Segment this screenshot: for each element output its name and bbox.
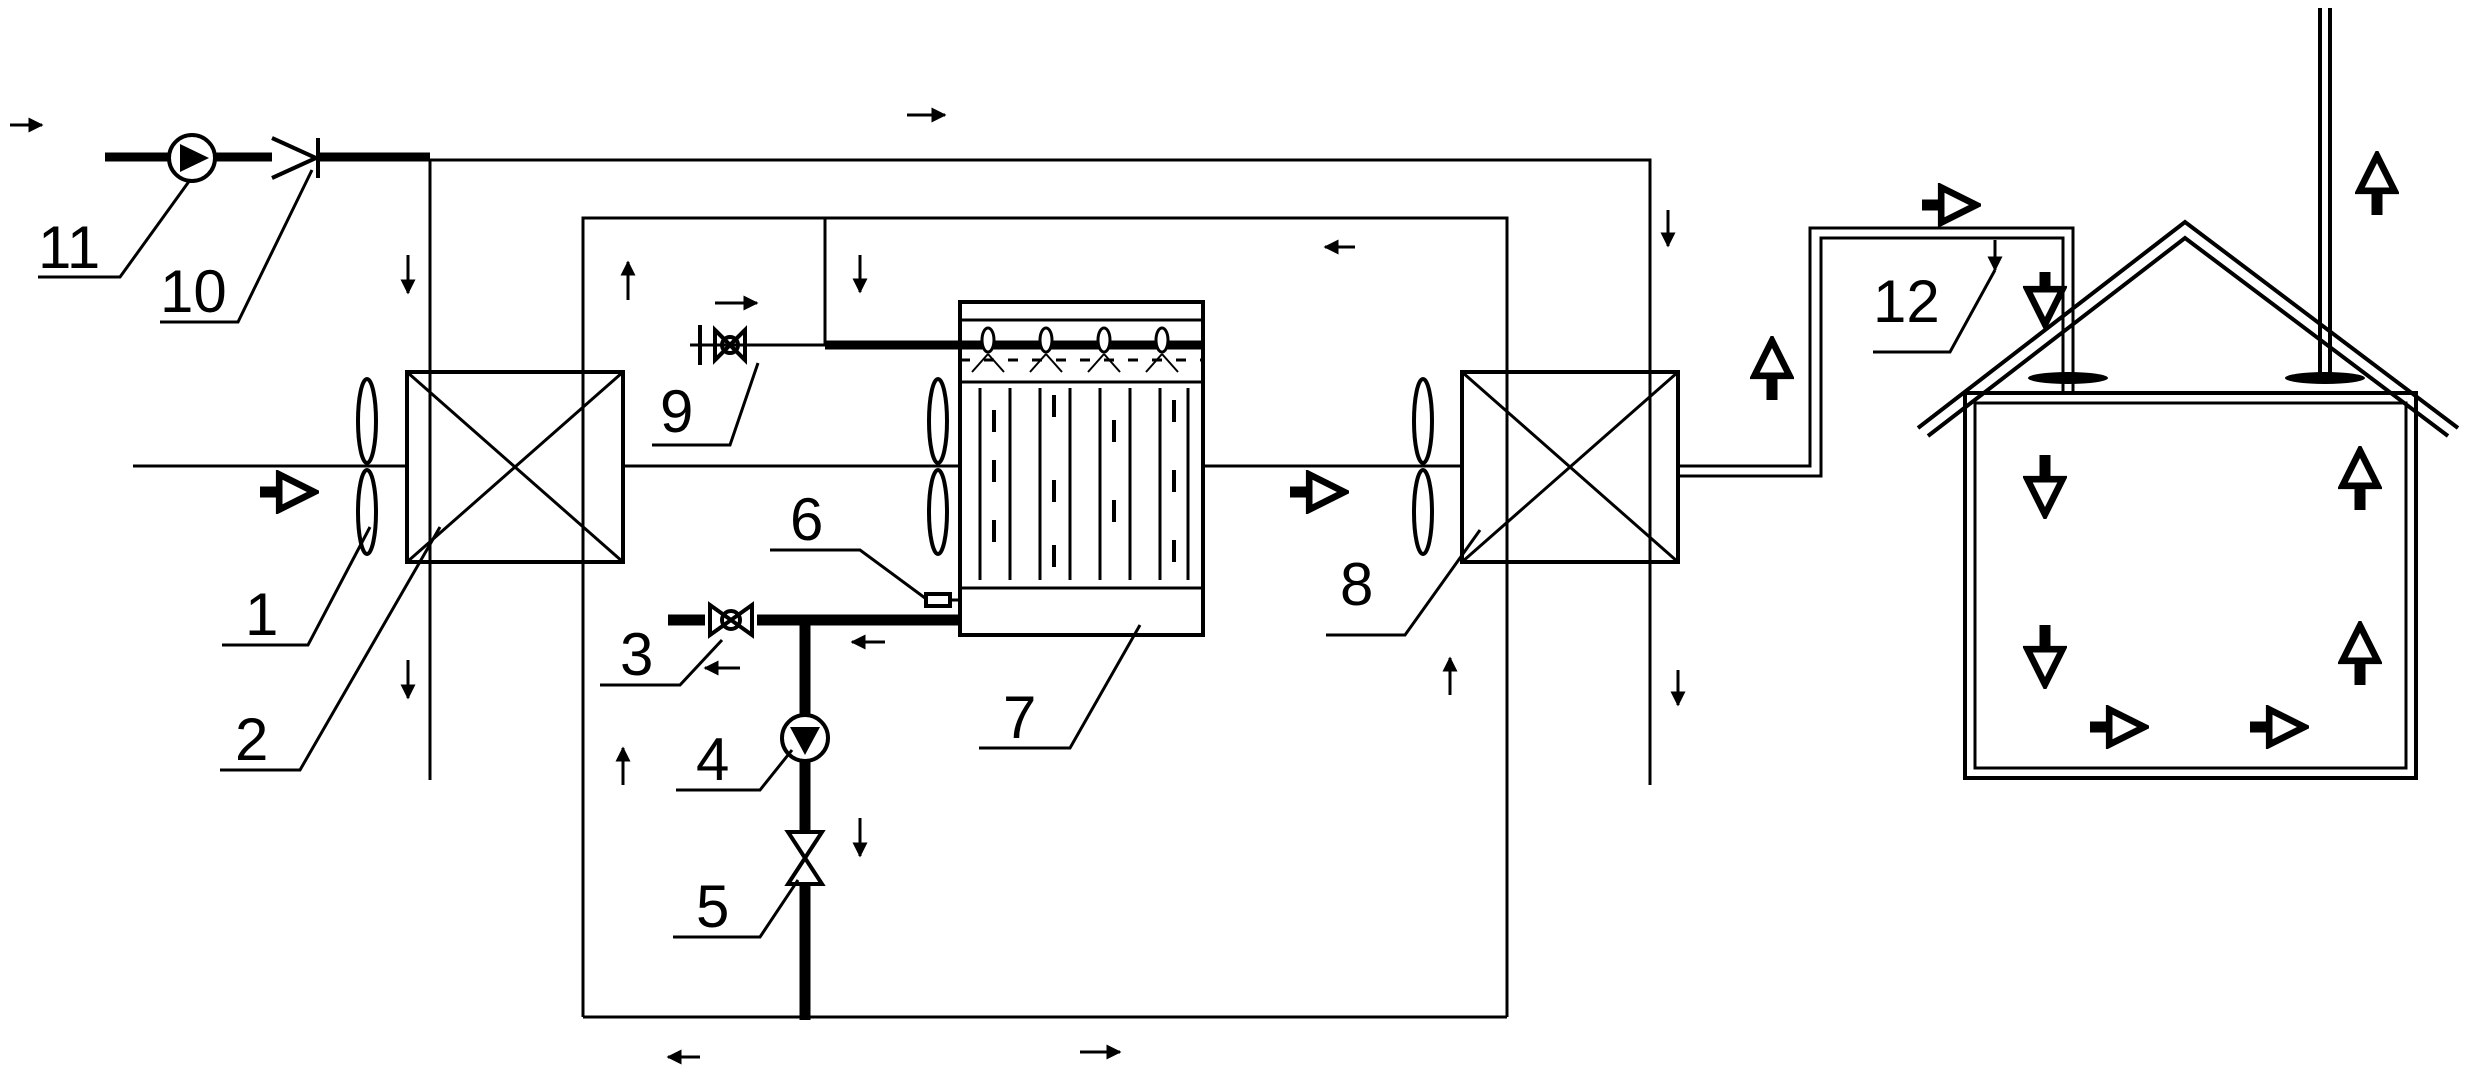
valve-9-icon bbox=[690, 325, 825, 365]
cooling-tower-7 bbox=[825, 300, 1205, 637]
label-12: 12 bbox=[1873, 268, 1940, 335]
pump-11-icon bbox=[167, 133, 217, 183]
label-4: 4 bbox=[696, 726, 729, 793]
spray-nozzles-icon bbox=[980, 326, 1170, 354]
label-6: 6 bbox=[790, 486, 823, 553]
return-water-line bbox=[668, 601, 962, 1020]
valve-5-icon bbox=[784, 830, 826, 886]
label-7: 7 bbox=[1003, 684, 1036, 751]
label-10: 10 bbox=[160, 258, 227, 325]
valve-3-icon bbox=[708, 601, 754, 639]
label-11: 11 bbox=[38, 214, 100, 281]
label-8: 8 bbox=[1340, 551, 1373, 618]
sensor-6-icon bbox=[924, 592, 952, 608]
feed-line bbox=[105, 133, 430, 183]
label-1: 1 bbox=[245, 581, 278, 648]
component-labels: 11 10 1 2 3 4 5 6 7 8 9 12 bbox=[38, 214, 1940, 940]
inner-loop bbox=[581, 216, 1509, 1019]
outer-exhaust-loop bbox=[428, 158, 1652, 785]
label-9: 9 bbox=[660, 378, 693, 445]
fan-8-icon bbox=[1412, 377, 1434, 556]
heat-exchanger-8 bbox=[1460, 370, 1680, 564]
leader-lines bbox=[38, 169, 1997, 939]
check-valve-10-icon bbox=[271, 136, 321, 180]
hollow-flow-arrows bbox=[260, 160, 2377, 727]
pump-4-icon bbox=[780, 713, 830, 763]
flow-arrows bbox=[10, 107, 2003, 1065]
label-3: 3 bbox=[620, 621, 653, 688]
fan-7-icon bbox=[927, 377, 949, 556]
fan-1-icon bbox=[356, 377, 378, 556]
label-2: 2 bbox=[235, 706, 268, 773]
label-5: 5 bbox=[696, 873, 729, 940]
heat-exchanger-2 bbox=[405, 370, 625, 564]
house bbox=[1916, 8, 2460, 780]
